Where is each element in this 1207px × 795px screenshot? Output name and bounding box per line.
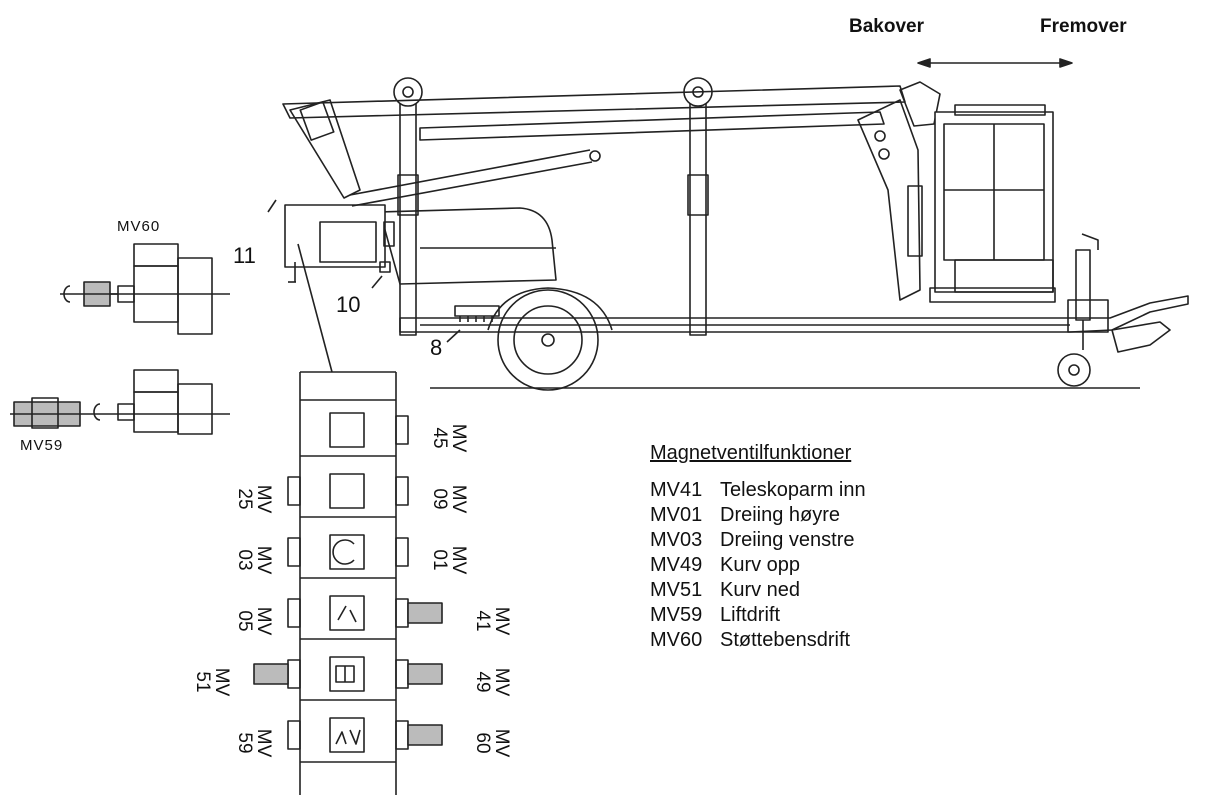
legend-code: MV49 <box>650 554 703 576</box>
valve-legend: Magnetventilfunktioner MV41 Teleskoparm i… <box>650 440 866 653</box>
legend-code: MV59 <box>650 604 703 626</box>
support-posts <box>393 77 713 336</box>
legend-desc: Kurv opp <box>720 554 801 576</box>
legend-row: MV51 Kurv ned <box>650 578 866 603</box>
basket-arm <box>857 99 923 301</box>
callout-leaders <box>267 199 461 373</box>
legend-desc: Liftdrift <box>720 604 781 626</box>
solenoid-detail-mv59 <box>10 369 230 435</box>
direction-back-label: Bakover <box>849 16 924 37</box>
direction-forward-label: Fremover <box>1040 16 1127 37</box>
legend-row: MV60 Støttebensdrift <box>650 628 866 653</box>
legend-code: MV51 <box>650 579 703 601</box>
direction-arrow <box>917 58 1073 68</box>
legend-row: MV01 Dreiing høyre <box>650 503 866 528</box>
legend-code: MV01 <box>650 504 703 526</box>
solenoid-valve-block <box>253 371 443 795</box>
detail-tag-mv60: MV60 <box>117 218 161 235</box>
main-wheel <box>487 287 613 391</box>
detail-tag-mv59: MV59 <box>20 437 64 454</box>
legend-desc: Teleskoparm inn <box>720 479 866 501</box>
valve-cluster-8 <box>454 305 500 322</box>
legend-row: MV59 Liftdrift <box>650 603 866 628</box>
callout-8: 8 <box>430 335 443 360</box>
legend-desc: Dreiing høyre <box>720 504 841 526</box>
legend-desc: Støttebensdrift <box>720 629 851 651</box>
legend-row: MV03 Dreiing venstre <box>650 528 866 553</box>
legend-title: Magnetventilfunktioner <box>650 442 852 464</box>
legend-code: MV03 <box>650 529 703 551</box>
legend-code: MV60 <box>650 629 703 651</box>
jockey-wheel <box>1057 233 1099 387</box>
trailer-chassis <box>399 295 1189 353</box>
telescopic-boom <box>282 85 906 207</box>
callout-10: 10 <box>336 292 361 317</box>
legend-table: MV41 Teleskoparm inn MV01 Dreiing høyre MV… <box>650 478 866 653</box>
solenoid-detail-mv60 <box>60 243 230 335</box>
legend-row: MV49 Kurv opp <box>650 553 866 578</box>
machinery-housing <box>284 204 557 285</box>
legend-row: MV41 Teleskoparm inn <box>650 478 866 503</box>
callout-11: 11 <box>233 243 256 268</box>
legend-desc: Dreiing venstre <box>720 529 855 551</box>
legend-desc: Kurv ned <box>720 579 801 601</box>
legend-code: MV41 <box>650 479 703 501</box>
work-basket <box>899 81 1056 303</box>
